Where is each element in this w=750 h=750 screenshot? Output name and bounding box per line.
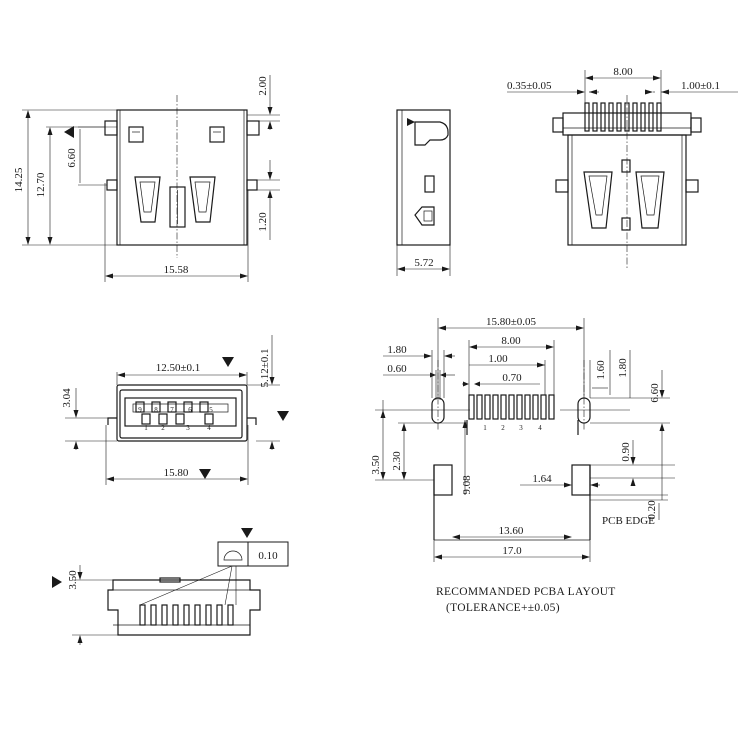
- dim-front-opening-width: 12.50±0.1: [156, 362, 201, 374]
- dim-pcb-inner-width: 13.60: [499, 525, 524, 537]
- tolerance-note: (TOLERANCE+±0.05): [446, 602, 560, 614]
- top-view-tab-left: [104, 120, 118, 136]
- top-view-datum-marker: [64, 126, 74, 138]
- top-view-tab-right: [246, 120, 260, 136]
- dim-pcb-pad-pitch: 1.00: [488, 353, 508, 365]
- top-view-shell: [116, 109, 248, 246]
- rear-view-pins: [584, 102, 662, 132]
- top-view: 14.25 12.70 6.60 2.00 1.20 15.: [13, 75, 280, 282]
- pcb-layout: 1 2 3 4 15.80±0.05 8.00 1.00 0.70: [370, 316, 675, 562]
- rear-view: 8.00 0.35±0.05 1.00±0.1: [507, 66, 738, 268]
- flatness-value-box: [247, 541, 289, 567]
- dim-front-body-height: 3.04: [61, 388, 73, 408]
- dim-pcb-overall-width: 15.80±0.05: [486, 316, 537, 328]
- front-pin-label-7: 7: [170, 406, 174, 414]
- front-view-opening: [124, 397, 237, 427]
- profile-of-surface-icon: [223, 550, 243, 561]
- front-view-tongue: [132, 403, 229, 413]
- side-view-body: [396, 109, 451, 246]
- front-pin-label-3: 3: [186, 424, 190, 432]
- dim-rear-pin-thickness: 0.35±0.05: [507, 80, 552, 92]
- dim-top-height-total: 14.25: [13, 167, 25, 192]
- dim-pcb-slot-width: 1.80: [387, 344, 407, 356]
- bottom-view-marker: [241, 528, 253, 538]
- dim-pcb-slot-width-right: 1.80: [617, 358, 629, 378]
- dim-front-shell-height: 5.12±0.1: [259, 348, 271, 387]
- dim-pcb-edge-offset: 0.20: [646, 500, 658, 520]
- pcb-pin-label-3: 3: [519, 424, 523, 432]
- pcb-tab-right: [571, 464, 591, 496]
- dim-bottom-flatness: 0.10: [258, 550, 278, 562]
- side-view: 5.72: [396, 109, 451, 276]
- dim-side-depth: 5.72: [414, 257, 433, 269]
- dim-bottom-height: 3.50: [67, 570, 79, 590]
- side-view-latch: [414, 121, 449, 146]
- front-pin-label-1: 1: [144, 424, 148, 432]
- dim-pcb-tab-offset: 0.90: [620, 442, 632, 462]
- dim-pcb-slot-height: 6.60: [649, 383, 661, 403]
- flatness-symbol-box: [217, 541, 249, 567]
- dim-top-width: 15.58: [164, 264, 189, 276]
- top-view-contact-left: [134, 176, 161, 223]
- dim-pcb-row-offset-inner: 2.30: [391, 451, 403, 471]
- front-pin-label-6: 6: [188, 406, 192, 414]
- dim-pcb-body-depth: 9.08: [461, 475, 473, 495]
- front-view-shell: [116, 384, 248, 442]
- bottom-view-pins: [139, 604, 234, 626]
- dim-pcb-tab-width: 1.64: [532, 473, 552, 485]
- top-view-contact-right: [189, 176, 216, 223]
- dim-pcb-pad-width: 0.70: [502, 372, 522, 384]
- front-pin-label-5: 5: [209, 406, 213, 414]
- pcb-pads: [468, 394, 555, 420]
- pcb-pin-label-1: 1: [483, 424, 487, 432]
- dim-pcb-slot-gap: 0.60: [387, 363, 407, 375]
- pcb-edge-label: PCB EDGE: [602, 515, 655, 527]
- front-view-pins-top: [135, 401, 209, 413]
- front-pin-label-8: 8: [154, 406, 158, 414]
- dim-pcb-row-offset: 3.50: [370, 455, 382, 475]
- front-view-marker-right: [277, 411, 289, 421]
- front-view: 9 8 7 6 5 1 2 3 4 12.50±0.1 3.04 5.12±0.…: [61, 335, 289, 485]
- front-pin-label-2: 2: [161, 424, 165, 432]
- dim-top-mount-offset: 6.60: [66, 148, 78, 168]
- front-view-marker-top: [222, 357, 234, 367]
- front-view-pins-bottom: [141, 413, 214, 425]
- dim-rear-pin-span: 8.00: [613, 66, 633, 78]
- dim-pcb-slot-offset: 1.60: [595, 360, 607, 380]
- pcb-tab-left: [433, 464, 453, 496]
- front-view-marker-bottom: [199, 469, 211, 479]
- front-pin-label-4: 4: [207, 424, 211, 432]
- bottom-view: 0.10 3.50: [52, 528, 289, 645]
- pcb-pin-label-2: 2: [501, 424, 505, 432]
- pcb-pin-label-4: 4: [538, 424, 542, 432]
- rear-view-contact-left: [583, 171, 613, 229]
- dim-pcb-outer-width: 17.0: [502, 545, 522, 557]
- layout-title: RECOMMANDED PCBA LAYOUT: [436, 586, 616, 598]
- dim-rear-pin-pitch: 1.00±0.1: [681, 80, 720, 92]
- dim-top-tail: 2.00: [257, 76, 269, 96]
- dim-front-flange-width: 15.80: [164, 467, 189, 479]
- front-pin-label-9: 9: [138, 406, 142, 414]
- rear-view-contact-right: [635, 171, 665, 229]
- dim-pcb-pin-span: 8.00: [501, 335, 521, 347]
- dim-top-height-body: 12.70: [35, 172, 47, 197]
- dim-top-pin-pitch: 1.20: [257, 212, 269, 232]
